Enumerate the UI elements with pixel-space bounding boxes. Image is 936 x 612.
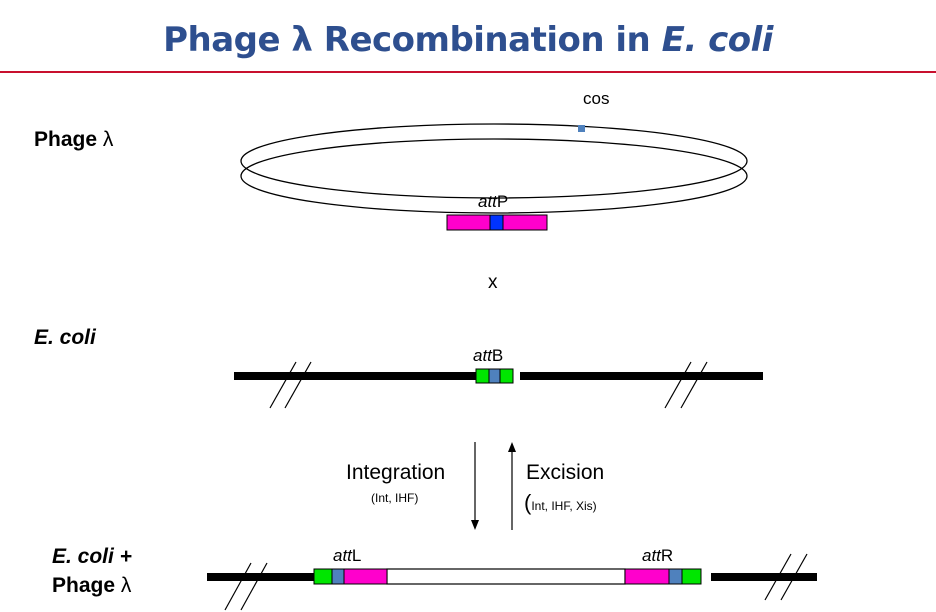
integration-factors: (Int, IHF) bbox=[371, 491, 419, 505]
integration-arrow bbox=[471, 442, 479, 530]
cross-symbol: x bbox=[488, 272, 498, 293]
prophage-dna bbox=[386, 568, 626, 585]
phage-genome-ring-outer bbox=[240, 123, 748, 199]
attP-label: attP bbox=[478, 192, 509, 211]
integrated-chromosome bbox=[207, 553, 817, 611]
title-divider bbox=[0, 71, 936, 73]
ecoli-chromosome bbox=[234, 361, 763, 409]
attR-label: attR bbox=[642, 546, 674, 565]
attP-site bbox=[446, 214, 548, 231]
excision-label: Excision bbox=[526, 461, 605, 484]
phage-genome-ring-inner bbox=[240, 138, 748, 214]
cos-label: cos bbox=[583, 89, 610, 108]
phage-label: Phage λ bbox=[34, 128, 114, 151]
cos-marker bbox=[578, 125, 585, 132]
excision-arrow bbox=[508, 442, 516, 530]
page-title: Phage λ Recombination in E. coli bbox=[163, 20, 773, 60]
ecoli-label: E. coli bbox=[34, 326, 96, 349]
attR-site bbox=[624, 568, 702, 585]
ecoli-phage-label: E. coli + Phage λ bbox=[52, 545, 132, 597]
attB-site bbox=[475, 368, 514, 384]
attB-label: attB bbox=[473, 346, 504, 365]
attL-site bbox=[313, 568, 388, 585]
integration-label: Integration bbox=[346, 461, 446, 484]
excision-factors: (Int, IHF, Xis) bbox=[524, 490, 597, 515]
attL-label: attL bbox=[333, 546, 362, 565]
